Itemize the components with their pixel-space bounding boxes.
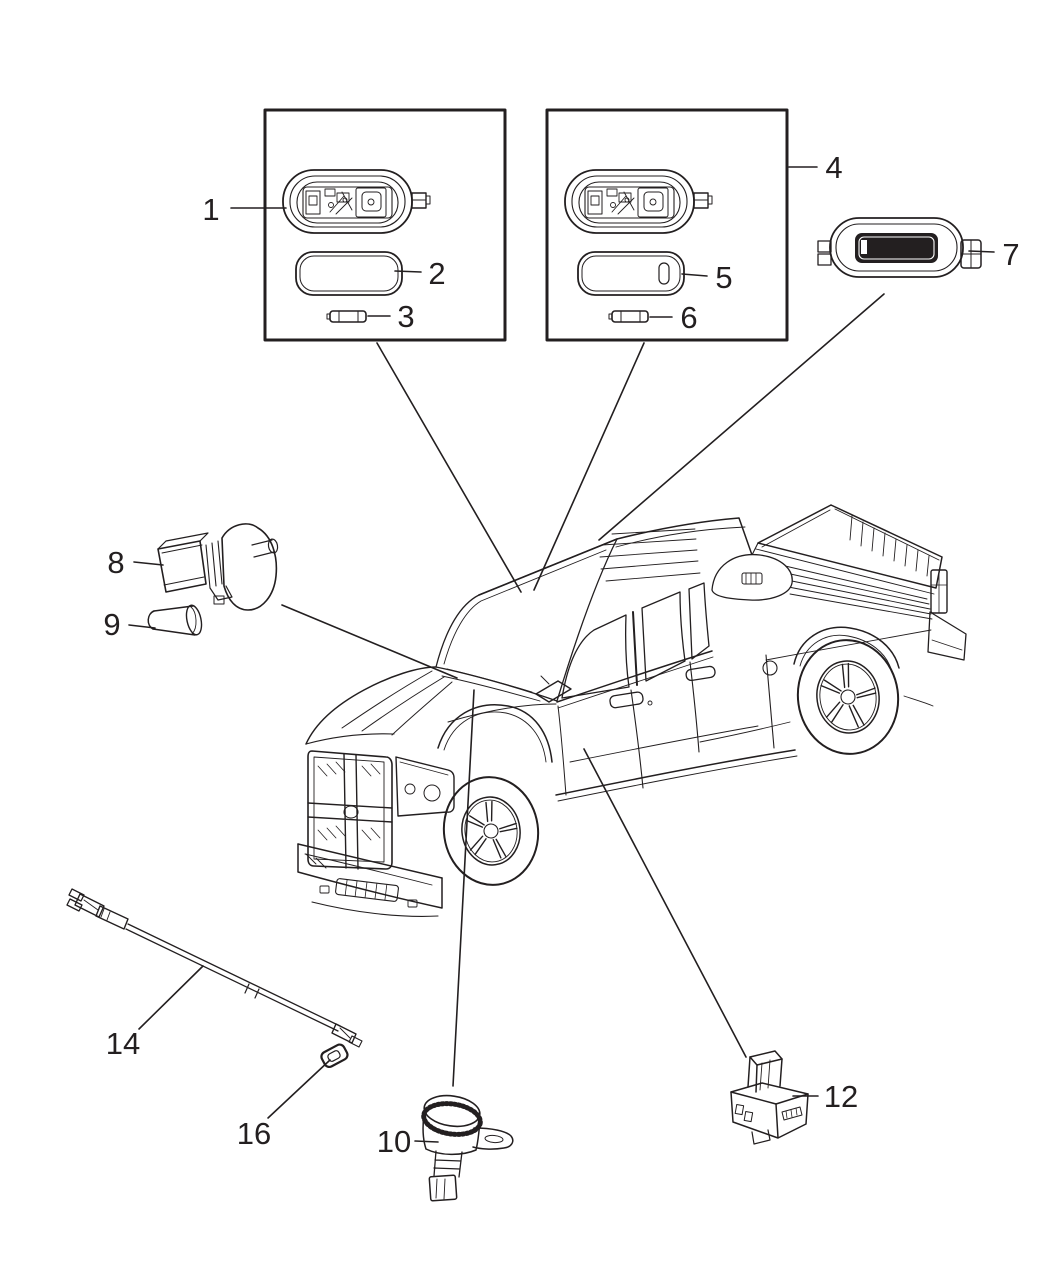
festoon-bulb-6 xyxy=(608,310,649,323)
callout-4: 4 xyxy=(825,150,842,185)
callout-12: 12 xyxy=(824,1079,858,1114)
rear-wheel xyxy=(796,639,900,755)
pointer-line-5 xyxy=(583,748,747,1058)
pointer-line-2 xyxy=(598,293,885,541)
callout-10: 10 xyxy=(377,1124,411,1159)
callout-2: 2 xyxy=(428,256,445,291)
dome-lamp-housing-4 xyxy=(564,169,713,234)
callout-8: 8 xyxy=(107,545,124,580)
festoon-bulb-3 xyxy=(326,310,367,323)
callout-9: 9 xyxy=(103,607,120,642)
pointer-line-1 xyxy=(533,342,645,591)
callout-14: 14 xyxy=(106,1026,140,1061)
clip-16 xyxy=(320,1043,349,1069)
bulb-9 xyxy=(147,604,203,636)
lamp-lens-2 xyxy=(295,251,403,296)
detail-box-1-border xyxy=(263,108,507,342)
pointer-line-3 xyxy=(281,604,458,679)
detail-box-2-border xyxy=(545,108,789,342)
callout-16: 16 xyxy=(237,1116,271,1151)
callout-5: 5 xyxy=(715,260,732,295)
dome-lamp-housing-1 xyxy=(282,169,431,234)
callout-6: 6 xyxy=(680,300,697,335)
callout-leader-9 xyxy=(128,624,156,629)
truck-cab xyxy=(435,517,798,802)
front-wheel xyxy=(442,776,540,886)
truck-illustration xyxy=(297,504,967,917)
lamp-10 xyxy=(421,1094,514,1202)
truck-front xyxy=(297,666,567,917)
lamp-7 xyxy=(817,217,982,278)
lamp-lens-5 xyxy=(577,251,685,296)
callout-leader-7 xyxy=(968,250,995,253)
pointer-lines xyxy=(281,293,885,1087)
callout-leader-10 xyxy=(414,1140,439,1143)
socket-8 xyxy=(157,523,279,611)
callout-leader-14 xyxy=(138,965,204,1030)
wiring-harness-14 xyxy=(66,888,363,1048)
truck-bed xyxy=(699,504,967,743)
switch-12 xyxy=(730,1050,809,1145)
callout-3: 3 xyxy=(397,299,414,334)
detail-box-1 xyxy=(263,108,507,342)
callout-1: 1 xyxy=(202,192,219,227)
callout-leader-16 xyxy=(267,1059,331,1119)
pointer-line-0 xyxy=(376,342,522,593)
callout-leader-2 xyxy=(394,270,422,273)
pointer-line-4 xyxy=(452,689,475,1087)
callout-7: 7 xyxy=(1002,237,1019,272)
detail-box-2 xyxy=(545,108,789,342)
callout-leader-5 xyxy=(681,273,708,277)
callout-leader-8 xyxy=(133,561,164,566)
